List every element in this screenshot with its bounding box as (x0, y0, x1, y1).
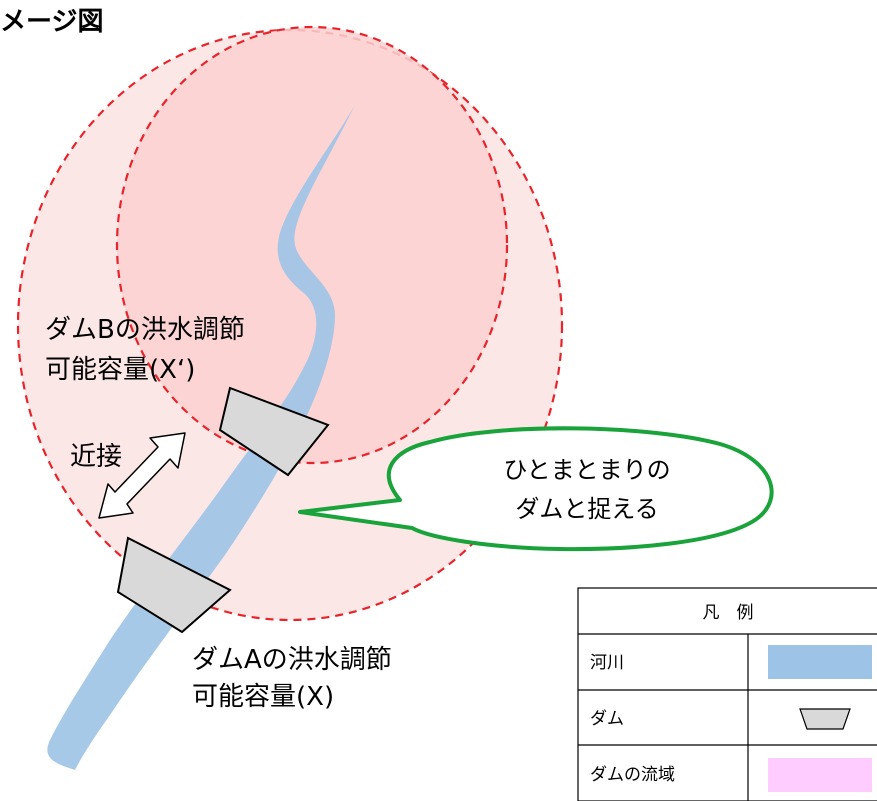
legend-header: 凡 例 (703, 603, 754, 623)
dam-b (218, 386, 330, 477)
proximity-arrow (98, 432, 186, 519)
legend-dam-icon (799, 708, 851, 730)
callout-bubble (298, 426, 774, 552)
dam-a-label-line1: ダムAの洪水調節 (192, 645, 392, 675)
dam-a-label-line2: 可能容量(X) (192, 682, 334, 712)
dam-a (116, 536, 232, 634)
legend-label-catchment: ダムの流域 (590, 765, 675, 785)
dam-b-label-line2: 可能容量(X‘) (45, 355, 195, 385)
catchment-dam-b (115, 25, 509, 465)
legend-river-swatch (768, 645, 872, 679)
callout-text-line2: ダムと捉える (515, 495, 658, 523)
callout-text-line1: ひとまとまりの (503, 456, 670, 484)
diagram-title: メージ図 (0, 7, 103, 37)
legend-catchment-swatch (768, 758, 872, 792)
dam-b-label-line1: ダムBの洪水調節 (45, 315, 245, 345)
legend-label-river: 河川 (590, 653, 624, 673)
proximity-label: 近接 (70, 442, 122, 472)
legend-label-dam: ダム (590, 709, 624, 729)
legend: 凡 例 河川 ダム ダムの流域 (577, 587, 877, 801)
